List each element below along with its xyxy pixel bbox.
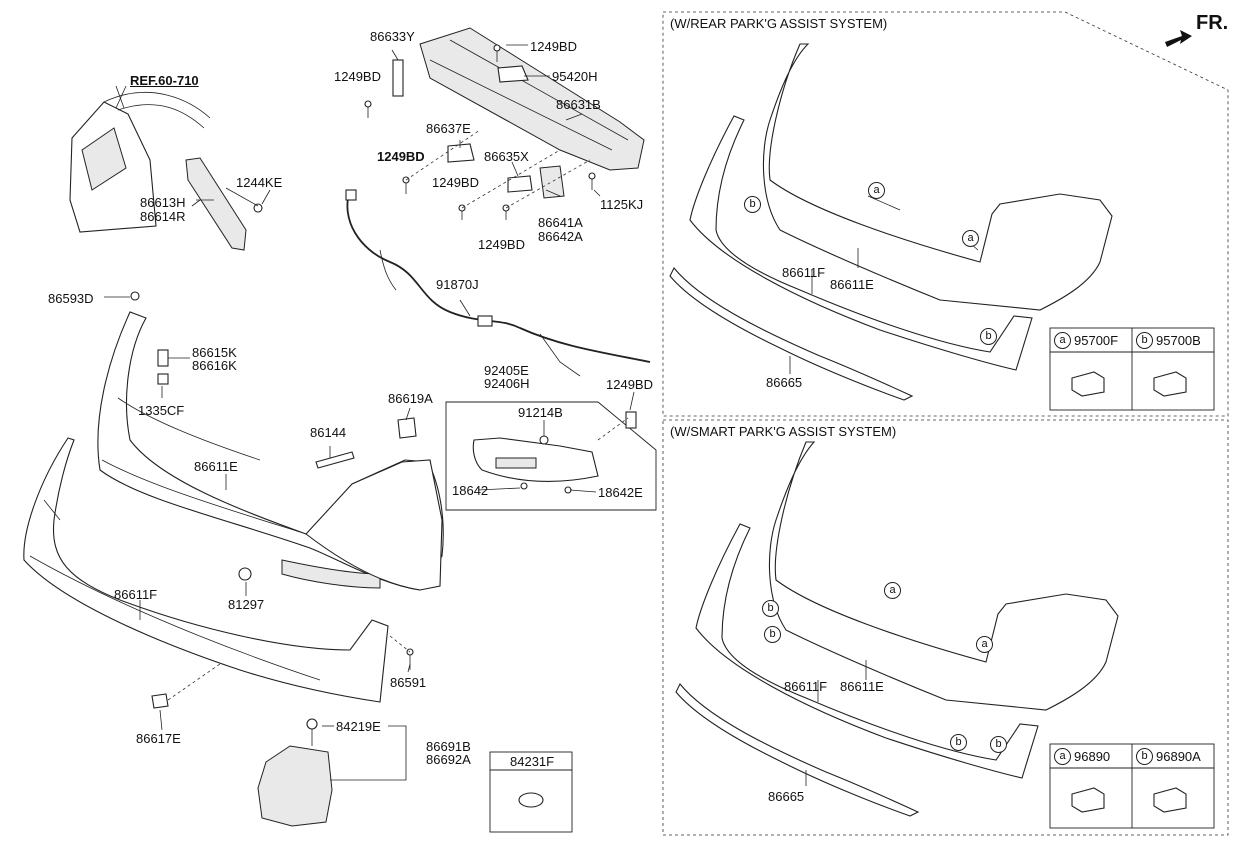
label-84231F: 84231F (510, 754, 555, 769)
label-1335CF: 1335CF (138, 403, 185, 418)
label-86593D: 86593D (48, 291, 94, 306)
smart-marker-b3: b (950, 734, 967, 751)
direction-label: FR. (1196, 12, 1229, 34)
label-86617E: 86617E (136, 731, 181, 746)
smart-marker-a2: a (976, 636, 993, 653)
ref-label: REF.60-710 (130, 73, 199, 88)
label-1249BD-e: 1249BD (478, 237, 525, 252)
smart-park-assist-panel-frame (662, 419, 1229, 836)
label-86635X: 86635X (484, 149, 529, 164)
rear-marker-b1: b (744, 196, 761, 213)
label-91870J: 91870J (436, 277, 479, 292)
rear-panel-label-86665: 86665 (766, 375, 803, 390)
smart-panel-label-86665: 86665 (768, 789, 805, 804)
rear-bumper-cover-part (97, 311, 444, 591)
label-81297: 81297 (228, 597, 265, 612)
label-1249BD-a: 1249BD (334, 69, 381, 84)
side-bracket-part (185, 157, 271, 251)
label-18642E: 18642E (598, 485, 643, 500)
smart-legend-a-code: 96890 (1074, 749, 1111, 764)
label-1249BD-c: 1249BD (377, 149, 425, 164)
rear-legend-a-code: 95700F (1074, 333, 1119, 348)
rear-marker-a1: a (868, 182, 885, 199)
label-86611E: 86611E (194, 459, 238, 474)
smart-panel-bumper-drawing (675, 441, 1119, 817)
label-86642A: 86642A (538, 229, 583, 244)
label-86591: 86591 (390, 675, 427, 690)
label-86691B: 86691B (426, 739, 471, 754)
label-91214B: 91214B (518, 405, 563, 420)
label-92405E: 92405E (484, 363, 529, 378)
rear-marker-b2: b (980, 328, 997, 345)
rear-panel-title: (W/REAR PARK'G ASSIST SYSTEM) (670, 16, 888, 31)
label-1125KJ: 1125KJ (600, 197, 644, 212)
label-86616K: 86616K (192, 358, 237, 373)
bolts-top (364, 44, 596, 220)
label-86613H: 86613H (140, 195, 186, 210)
rear-park-assist-panel-frame (662, 11, 1229, 417)
bumper-beam-part (419, 27, 645, 171)
label-86637E: 86637E (426, 121, 471, 136)
label-86614R: 86614R (140, 209, 186, 224)
smart-marker-b4: b (990, 736, 1007, 753)
smart-legend-marker-b: b (1136, 748, 1153, 765)
rear-legend-marker-b: b (1136, 332, 1153, 349)
smart-panel-label-86611E: 86611E (840, 679, 884, 694)
misc-small-parts (130, 291, 417, 709)
rear-legend-b-code: 95700B (1156, 333, 1201, 348)
label-leader-lines (104, 44, 867, 786)
label-86633Y: 86633Y (370, 29, 415, 44)
label-86611F: 86611F (114, 587, 158, 602)
label-1249BD-d: 1249BD (432, 175, 479, 190)
label-86641A: 86641A (538, 215, 583, 230)
rear-legend-marker-a: a (1054, 332, 1071, 349)
label-18642: 18642 (452, 483, 489, 498)
label-86692A: 86692A (426, 752, 471, 767)
reflector-lamp-box (445, 401, 657, 511)
label-86631B: 86631B (556, 97, 601, 112)
label-1249BD-b: 1249BD (530, 39, 577, 54)
lower-bracket-part (257, 718, 407, 827)
smart-panel-title: (W/SMART PARK'G ASSIST SYSTEM) (670, 424, 897, 439)
front-direction-arrow-icon (1165, 30, 1192, 47)
wiring-harness-part (345, 189, 651, 377)
rear-panel-label-86611E: 86611E (830, 277, 874, 292)
label-92406H: 92406H (484, 376, 530, 391)
smart-legend-b-code: 96890A (1156, 749, 1201, 764)
label-86615K: 86615K (192, 345, 237, 360)
rear-panel-label-86611F: 86611F (782, 265, 826, 280)
smart-legend-marker-a: a (1054, 748, 1071, 765)
rear-panel-legend (1049, 327, 1215, 411)
smart-marker-b1: b (762, 600, 779, 617)
rear-marker-a2: a (962, 230, 979, 247)
smart-panel-label-86611F: 86611F (784, 679, 828, 694)
label-1244KE: 1244KE (236, 175, 283, 190)
label-86144: 86144 (310, 425, 347, 440)
smart-marker-b2: b (764, 626, 781, 643)
ref-body-panel (69, 85, 211, 233)
label-1249BD-f: 1249BD (606, 377, 653, 392)
label-95420H: 95420H (552, 69, 598, 84)
rear-panel-bumper-drawing (669, 43, 1113, 401)
label-84219E: 84219E (336, 719, 381, 734)
lower-bumper-part (23, 437, 389, 703)
smart-marker-a1: a (884, 582, 901, 599)
smart-panel-legend (1049, 743, 1215, 829)
label-86619A: 86619A (388, 391, 433, 406)
plug-box (489, 751, 573, 833)
